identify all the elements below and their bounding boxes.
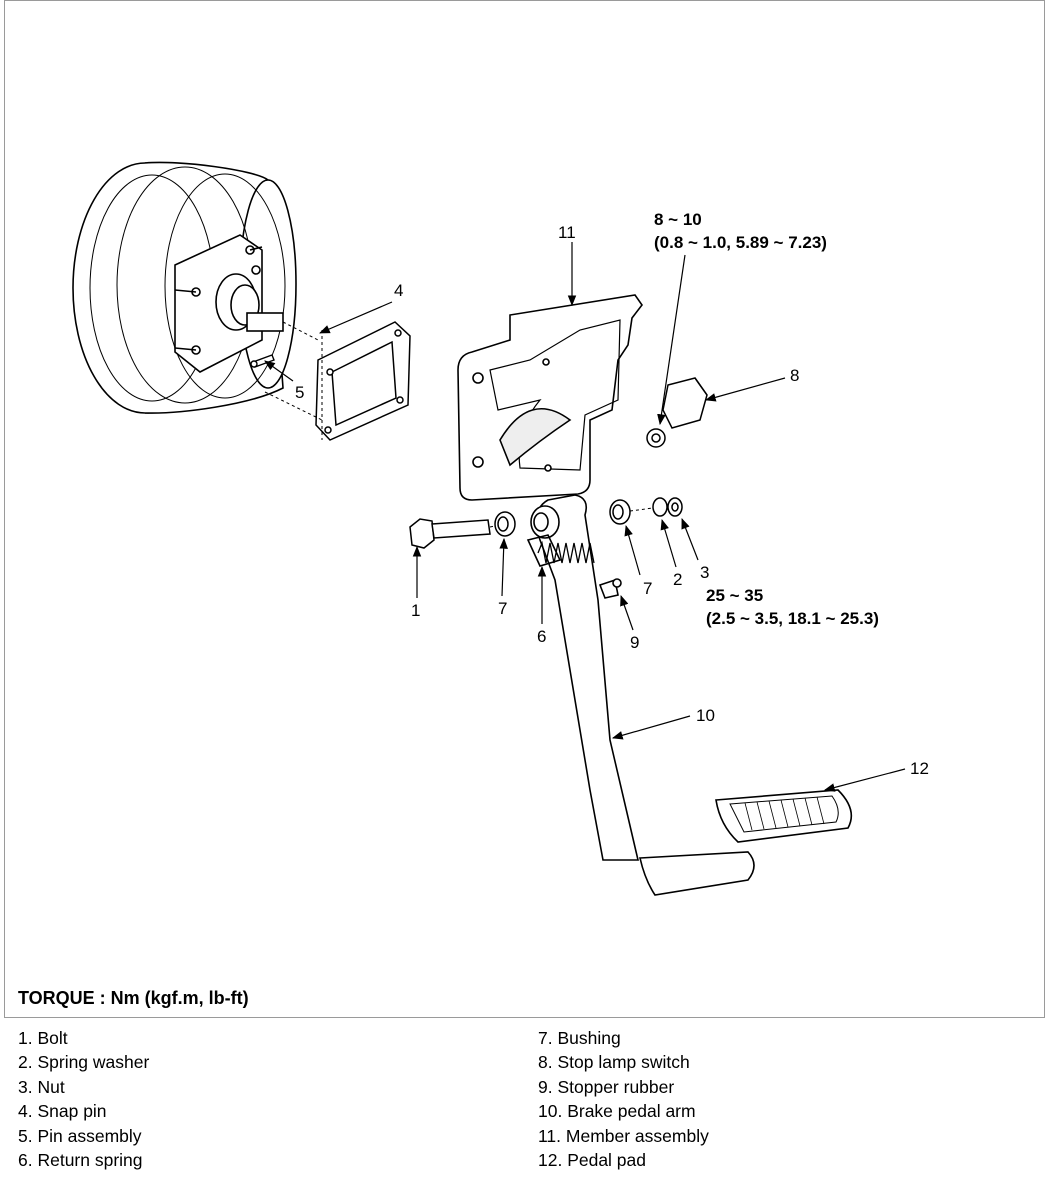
- callout-6: 6: [537, 627, 546, 646]
- leader-lines: [264, 242, 906, 792]
- callout-11: 11: [558, 223, 576, 242]
- bolt: [409, 518, 491, 549]
- callout-4: 4: [394, 281, 403, 300]
- pedal-pad: [715, 789, 853, 843]
- legend-item: 1. Bolt: [18, 1028, 68, 1048]
- torque-switch-detail: (0.8 ~ 1.0, 5.89 ~ 7.23): [654, 233, 827, 252]
- legend-left: 1. Bolt 2. Spring washer 3. Nut 4. Snap …: [18, 1026, 149, 1172]
- legend-right: 7. Bushing 8. Stop lamp switch 9. Stoppe…: [538, 1026, 709, 1172]
- member-assembly: [457, 294, 643, 501]
- callout-1: 1: [411, 601, 420, 620]
- legend-item: 5. Pin assembly: [18, 1125, 142, 1146]
- bushing-right: [609, 499, 631, 525]
- brake-booster: [72, 161, 297, 414]
- legend-item: 3. Nut: [18, 1076, 65, 1097]
- legend-item: 4. Snap pin: [18, 1101, 107, 1122]
- nut: [667, 497, 683, 517]
- legend-item: 6. Return spring: [18, 1150, 143, 1171]
- stop-lamp-switch: [646, 377, 708, 448]
- legend-item: 10. Brake pedal arm: [538, 1101, 696, 1122]
- legend-item: 12. Pedal pad: [538, 1150, 647, 1171]
- brake-pedal-exploded-diagram: 11 4 5 8 1 7 6 7 2 3 9 10 12 8 ~ 10 (0.8…: [72, 161, 929, 896]
- torque-switch-nm: 8 ~ 10: [654, 210, 702, 229]
- callout-9: 9: [630, 633, 639, 652]
- callout-10: 10: [696, 706, 715, 725]
- legend-item: 8. Stop lamp switch: [538, 1052, 690, 1073]
- legend-item: 9. Stopper rubber: [538, 1076, 675, 1097]
- torque-unit-title: TORQUE : Nm (kgf.m, lb-ft): [18, 988, 249, 1008]
- legend-item: 2. Spring washer: [18, 1052, 150, 1073]
- callout-2: 2: [673, 570, 682, 589]
- callout-12: 12: [910, 759, 929, 778]
- legend-item: 7. Bushing: [538, 1028, 621, 1048]
- pin-assembly: [250, 354, 275, 368]
- spring-washer: [652, 497, 668, 517]
- callout-7-left: 7: [498, 599, 507, 618]
- callout-3: 3: [700, 563, 709, 582]
- return-spring: [537, 540, 595, 564]
- torque-nut-nm: 25 ~ 35: [706, 586, 763, 605]
- callout-8: 8: [790, 366, 799, 385]
- bushing-left: [494, 511, 516, 537]
- torque-nut-detail: (2.5 ~ 3.5, 18.1 ~ 25.3): [706, 609, 879, 628]
- callout-7-right: 7: [643, 579, 652, 598]
- legend-item: 11. Member assembly: [538, 1125, 709, 1146]
- brake-pedal-arm: [526, 494, 755, 896]
- snap-pin-plate: [315, 321, 411, 441]
- callout-5: 5: [295, 383, 304, 402]
